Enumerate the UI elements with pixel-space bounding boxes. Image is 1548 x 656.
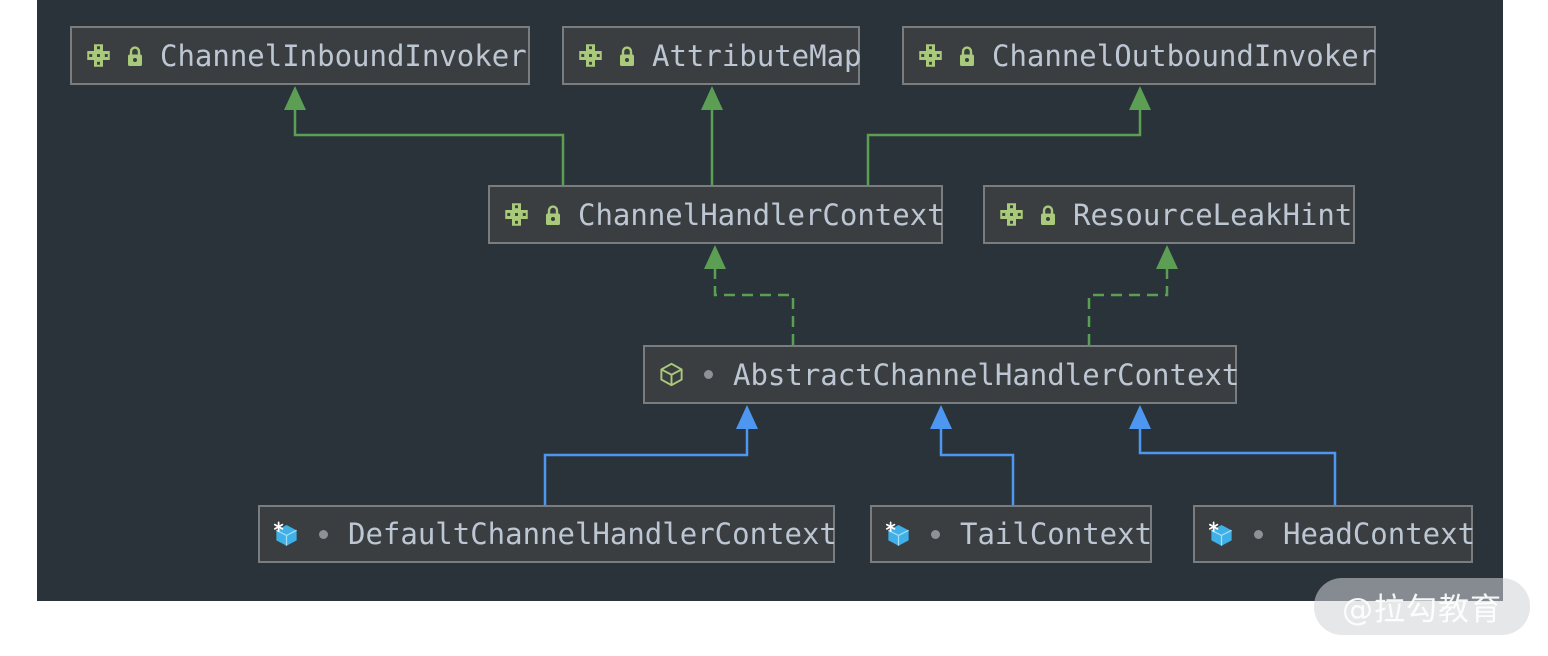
class-node-resource-leak-hint[interactable]: ResourceLeakHint: [983, 185, 1355, 244]
package-private-dot-icon: [318, 529, 328, 539]
class-node-label: DefaultChannelHandlerContext: [348, 517, 837, 551]
class-node-attribute-map[interactable]: AttributeMap: [562, 26, 862, 85]
class-node-default-channel-handler-context[interactable]: DefaultChannelHandlerContext: [258, 505, 837, 563]
class-node-tail-context[interactable]: TailContext: [870, 505, 1152, 563]
interface-icon: [919, 44, 942, 67]
interface-icon: [579, 44, 602, 67]
public-lock-icon: [1041, 204, 1055, 225]
abstract-class-icon: [660, 362, 683, 387]
public-lock-icon: [620, 45, 634, 66]
package-private-dot-icon: [703, 370, 713, 379]
final-class-icon: [273, 521, 297, 546]
class-node-label: ChannelInboundInvoker: [160, 38, 527, 73]
class-node-label: ResourceLeakHint: [1073, 197, 1353, 232]
interface-icon: [505, 203, 528, 226]
final-snowflake-icon: [273, 521, 284, 532]
public-lock-icon: [128, 45, 142, 66]
final-class-icon: [1208, 521, 1232, 546]
public-lock-icon: [546, 204, 560, 225]
interface-icon: [1000, 203, 1023, 226]
class-node-label: TailContext: [960, 517, 1153, 551]
watermark-text: @拉勾教育: [1342, 592, 1502, 628]
class-node-channel-outbound-invoker[interactable]: ChannelOutboundInvoker: [902, 26, 1376, 85]
class-node-channel-handler-context[interactable]: ChannelHandlerContext: [488, 185, 945, 244]
class-node-head-context[interactable]: HeadContext: [1193, 505, 1476, 563]
class-node-abstract-channel-handler-context[interactable]: AbstractChannelHandlerContext: [643, 345, 1240, 404]
class-node-label: ChannelOutboundInvoker: [992, 38, 1377, 73]
watermark-badge: @拉勾教育: [1314, 578, 1530, 635]
package-private-dot-icon: [1253, 529, 1263, 539]
class-node-channel-inbound-invoker[interactable]: ChannelInboundInvoker: [70, 26, 530, 85]
class-node-label: AbstractChannelHandlerContext: [733, 357, 1240, 392]
final-class-icon: [885, 521, 909, 546]
public-lock-icon: [960, 45, 974, 66]
class-node-label: HeadContext: [1283, 517, 1476, 551]
final-snowflake-icon: [1208, 521, 1219, 532]
package-private-dot-icon: [930, 529, 940, 539]
final-snowflake-icon: [885, 521, 896, 532]
interface-icon: [87, 44, 110, 67]
class-node-label: ChannelHandlerContext: [578, 197, 945, 232]
class-node-label: AttributeMap: [652, 38, 862, 73]
